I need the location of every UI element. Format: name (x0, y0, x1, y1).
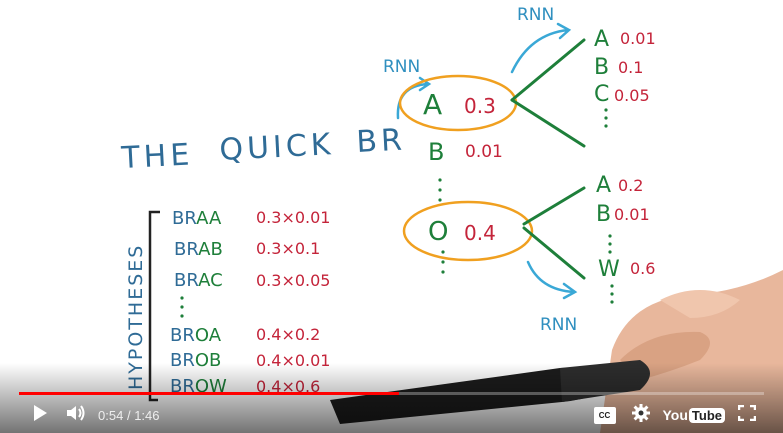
branch-top-2-letter: C (594, 82, 609, 107)
fullscreen-button[interactable] (729, 398, 765, 432)
branch-top-1-letter: B (594, 55, 609, 80)
mute-button[interactable] (58, 398, 94, 432)
captions-icon: CC (593, 406, 616, 424)
rnn-label-bottom: RNN (540, 315, 577, 335)
captions-button[interactable]: CC (587, 398, 623, 432)
hyp-1-score: 0.3×0.1 (256, 239, 320, 258)
hyp-3-prefix: BR (170, 325, 195, 346)
svg-text:BROA: BROA (170, 325, 222, 346)
hyp-0-suffix: AA (196, 208, 222, 229)
svg-text:BROB: BROB (170, 350, 221, 371)
time-display: 0:54 / 1:46 (98, 408, 160, 423)
gear-icon (631, 403, 650, 427)
youtube-logo-you: You (662, 407, 688, 423)
hyp-3-suffix: OA (195, 325, 222, 346)
hyp-1-suffix: AB (198, 239, 223, 260)
title-word-br: BR (356, 122, 407, 160)
hypotheses-label: HYPOTHESES (125, 244, 147, 390)
hyp-2-suffix: AC (198, 270, 223, 291)
hyp-0-score: 0.3×0.01 (256, 208, 330, 227)
hyp-2-prefix: BR (174, 270, 198, 291)
title-word-quick: QUICK (219, 127, 336, 168)
hyp-2-score: 0.3×0.05 (256, 271, 330, 290)
youtube-logo-tube: Tube (688, 407, 725, 423)
hyp-0-prefix: BR (172, 208, 196, 229)
beam-bottom-letter: O (428, 217, 448, 247)
progress-played (19, 392, 399, 395)
branch-top-0-prob: 0.01 (620, 29, 656, 48)
branch-line-bottom-up (522, 186, 586, 226)
hypotheses-bracket (148, 210, 160, 402)
svg-text:BRAB: BRAB (174, 239, 223, 260)
hyp-4-suffix: OB (195, 350, 222, 371)
branch-bottom-2-letter: W (598, 257, 620, 282)
time-separator: / (126, 407, 131, 423)
beam-top-letter: A (423, 88, 442, 121)
settings-button[interactable] (623, 398, 659, 432)
branch-top-0-letter: A (594, 27, 609, 52)
branch-top-2-prob: 0.05 (614, 86, 650, 105)
beam-bottom-prob: 0.4 (464, 221, 496, 245)
progress-bar[interactable] (19, 392, 764, 395)
title-word-the: THE (120, 137, 195, 176)
fullscreen-icon (737, 404, 757, 426)
svg-text:BRAC: BRAC (174, 270, 223, 291)
hyp-4-score: 0.4×0.01 (256, 351, 330, 370)
branch-line-bottom-down (522, 226, 586, 280)
branch-bottom-2-prob: 0.6 (630, 259, 655, 278)
svg-text:BRAA: BRAA (172, 208, 222, 229)
current-time: 0:54 (98, 407, 124, 423)
branch-top-1-prob: 0.1 (618, 58, 643, 77)
beam-second-prob: 0.01 (465, 142, 503, 162)
rnn-arrow-bottom (526, 260, 578, 300)
volume-icon (66, 404, 86, 427)
play-icon (32, 404, 48, 427)
branch-bottom-0-letter: A (596, 173, 611, 198)
beam-ellipse-bottom (402, 200, 534, 262)
branch-bottom-1-letter: B (596, 202, 611, 227)
branch-line-top-up (510, 38, 586, 102)
hyp-1-prefix: BR (174, 239, 198, 260)
branch-bottom-1-prob: 0.01 (614, 205, 650, 224)
play-button[interactable] (22, 398, 58, 432)
hyp-4-prefix: BR (170, 350, 195, 371)
duration: 1:46 (134, 407, 160, 423)
hyp-3-score: 0.4×0.2 (256, 325, 320, 344)
beam-top-prob: 0.3 (464, 94, 496, 118)
beam-second-letter: B (428, 138, 444, 166)
rnn-label-top: RNN (517, 5, 554, 25)
rnn-arrow-top (510, 22, 572, 74)
branch-line-top-down (510, 98, 586, 148)
beam-ellipse-top (398, 74, 518, 132)
branch-bottom-0-prob: 0.2 (618, 176, 643, 195)
rnn-label-left: RNN (383, 57, 420, 77)
